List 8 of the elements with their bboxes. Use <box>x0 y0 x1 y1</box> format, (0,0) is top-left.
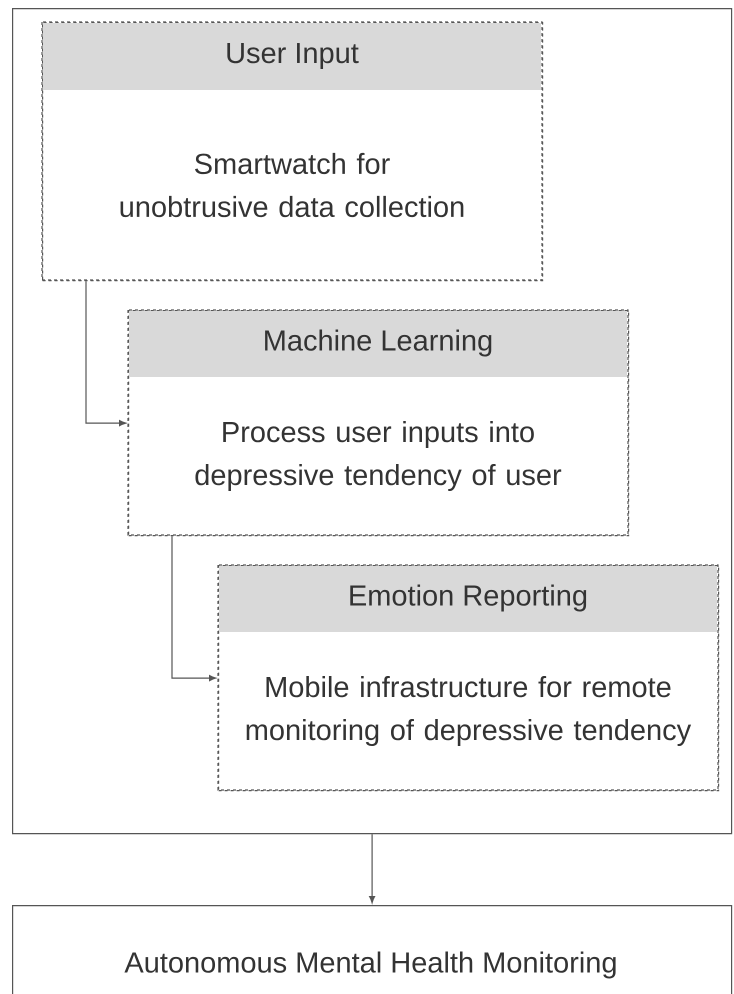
arrow <box>85 281 126 426</box>
arrow <box>369 834 376 904</box>
process-box: Autonomous Mental Health Monitoring <box>12 905 732 994</box>
process-box: Emotion Reporting Mobile infrastructure for remote monitoring of depressive tendency <box>217 564 720 792</box>
process-box: User Input Smartwatch for unobtrusive data collection <box>41 21 544 282</box>
container-box <box>12 8 732 834</box>
arrow <box>171 536 216 682</box>
process-box: Machine Learning Process user inputs into depressive tendency of user <box>127 309 630 536</box>
